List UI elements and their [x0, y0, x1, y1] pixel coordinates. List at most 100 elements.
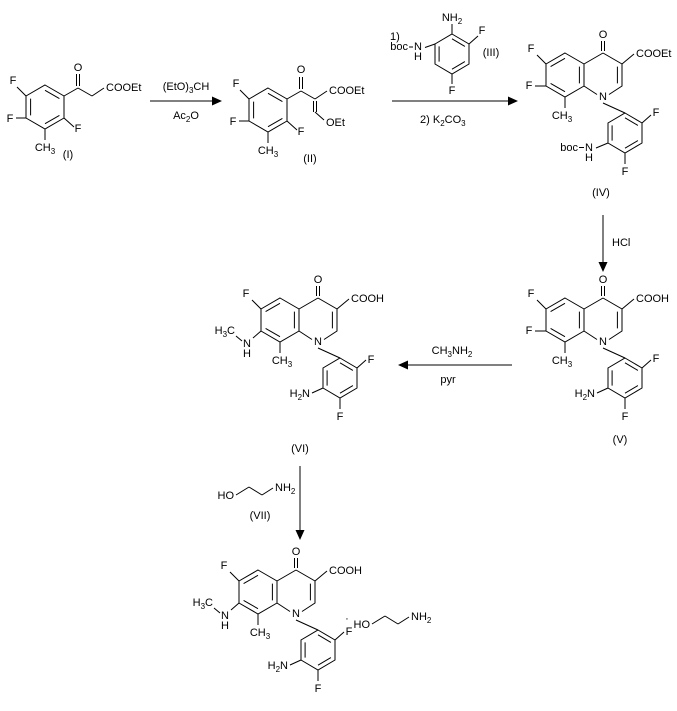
compound-tag-i: (I) [63, 149, 73, 161]
fluorine-label: F [233, 78, 240, 90]
ring-nitrogen-label: N [314, 336, 322, 348]
ring-nitrogen-label: N [292, 608, 300, 620]
amine-label: NH2 [411, 611, 432, 625]
methylamine-arrow: CH3NH2 pyr [398, 345, 512, 386]
reagent-step1-label: 1) [390, 31, 400, 43]
methylamine-arrowhead-icon [398, 360, 408, 370]
compound-tag-iv: (IV) [592, 187, 610, 199]
hydroxy-label: HO [354, 619, 371, 631]
ethanolamine-arrow [295, 466, 305, 540]
fluorine-label: F [243, 288, 250, 300]
ring-nitrogen-label: N [599, 336, 607, 348]
boc-label: boc [560, 142, 578, 154]
methyl-label: H3C [193, 597, 213, 611]
final-product-bonds [213, 558, 410, 681]
reagent-methylamine: CH3NH2 [432, 345, 473, 359]
oxygen-label: O [314, 274, 323, 286]
fluorine-label: F [622, 411, 629, 423]
fluorine-label: F [315, 683, 322, 695]
step2-arrowhead-icon [508, 96, 518, 106]
oxygen-label: O [599, 29, 608, 41]
compound-vii-bonds [235, 486, 274, 496]
fluorine-label: F [221, 560, 228, 572]
amine-label: H2N [290, 388, 310, 402]
carboxylate-ester-label: COOEt [636, 48, 671, 60]
carboxylic-acid-label: COOH [329, 565, 362, 577]
hydrogen-label: H [585, 152, 593, 164]
reagent-orthoester: (EtO)3CH [163, 81, 210, 95]
compound-vi-bonds [235, 286, 367, 409]
compound-v: O COOH F F CH3 N F F H2N (V) [526, 274, 669, 446]
methyl-label: H3C [215, 325, 235, 339]
nitrogen-label: N [243, 338, 251, 350]
fluorine-label: F [479, 25, 486, 37]
hcl-arrow: HCl [598, 215, 630, 272]
step1-arrowhead-icon [212, 96, 222, 106]
fluorine-label: F [622, 166, 629, 178]
reagent-hcl: HCl [612, 237, 630, 249]
amine-label: NH2 [442, 12, 463, 26]
compound-i-bonds [16, 74, 105, 140]
oxygen-label: O [292, 546, 301, 558]
hcl-arrowhead-icon [598, 262, 608, 272]
reagent-pyridine: pyr [440, 374, 456, 386]
final-product: O COOH F H3C N H CH3 N F F H2N · HO NH2 [193, 546, 432, 695]
nitrogen-label: N [585, 142, 593, 154]
fluorine-label: F [230, 116, 237, 128]
fluorine-label: F [528, 288, 535, 300]
fluorine-label: F [449, 85, 456, 97]
compound-iii: NH2 F F boc N H (III) [390, 12, 499, 97]
fluorine-label: F [10, 75, 17, 87]
amine-label: H2N [268, 660, 288, 674]
reagent-ac2o: Ac2O [173, 110, 199, 124]
compound-i: O COOEt F F F CH3 (I) [7, 62, 142, 161]
hydroxy-label: HO [218, 490, 235, 502]
amine-label: NH2 [275, 482, 296, 496]
fluorine-label: F [528, 43, 535, 55]
carboxylic-acid-label: COOH [351, 293, 384, 305]
methyl-label: CH3 [552, 355, 573, 369]
step2-arrow: 1) 2) K2CO3 [390, 31, 518, 128]
oxygen-label: O [297, 64, 306, 76]
fluorine-label: F [346, 626, 353, 638]
nitrogen-label: N [221, 610, 229, 622]
step1-arrow: (EtO)3CH Ac2O [150, 81, 222, 124]
oxygen-label: O [599, 274, 608, 286]
fluorine-label: F [653, 107, 660, 119]
compound-v-bonds [535, 286, 652, 409]
reagent-step2-label: 2) K2CO3 [420, 114, 466, 128]
carboxylate-ester-label: COOEt [106, 82, 141, 94]
ring-nitrogen-label: N [599, 91, 607, 103]
methyl-label: CH3 [35, 142, 56, 156]
oxygen-label: O [74, 62, 83, 74]
compound-iv: O COOEt F F CH3 N F F boc N H (IV) [526, 29, 672, 199]
compound-tag-vii: (VII) [250, 510, 271, 522]
methyl-label: CH3 [272, 355, 293, 369]
fluorine-label: F [526, 80, 533, 92]
hydrogen-label: H [243, 348, 251, 360]
step2-prefix: 2) [420, 114, 433, 126]
compound-tag-ii: (II) [303, 153, 316, 165]
salt-dot: · [345, 613, 349, 625]
fluorine-label: F [368, 354, 375, 366]
compound-vi: O COOH F H3C N H CH3 N F F H2N (VI) [215, 274, 384, 455]
carboxylic-acid-label: COOH [636, 293, 669, 305]
boc-label: boc [390, 41, 408, 53]
compound-iii-bonds [409, 24, 479, 84]
compound-iv-bonds [535, 41, 652, 164]
compound-tag-v: (V) [613, 434, 628, 446]
ethoxy-label: OEt [326, 117, 345, 129]
hydrogen-label: H [221, 620, 229, 632]
ethanolamine-arrowhead-icon [295, 530, 305, 540]
compound-ii: O COOEt OEt F F F CH3 (II) [230, 64, 365, 165]
hydrogen-label: H [414, 51, 422, 63]
fluorine-label: F [7, 113, 14, 125]
carboxylate-ester-label: COOEt [329, 85, 364, 97]
compound-tag-vi: (VI) [291, 443, 309, 455]
nitrogen-label: N [414, 41, 422, 53]
methyl-label: CH3 [552, 110, 573, 124]
fluorine-label: F [526, 325, 533, 337]
compound-tag-iii: (III) [483, 47, 500, 59]
